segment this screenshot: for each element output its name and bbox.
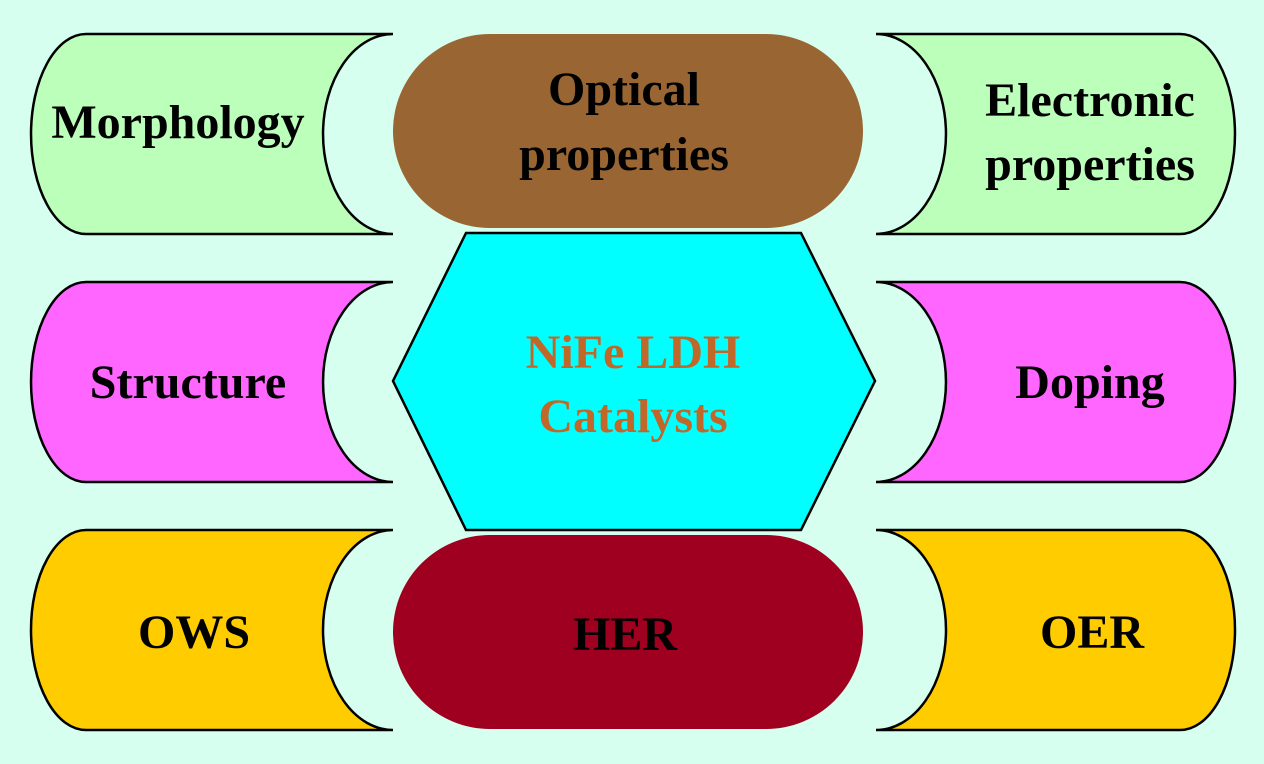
electronic-label-line2: properties <box>985 138 1195 191</box>
left-bottom-cylinder <box>29 528 394 732</box>
electronic-label-line1: Electronic <box>985 74 1195 127</box>
oer-label: OER <box>1040 606 1145 659</box>
morphology-label: Morphology <box>51 96 304 149</box>
left-top-cylinder <box>29 32 394 236</box>
center-title-line2: Catalysts <box>538 390 727 443</box>
left-middle-shape <box>29 280 394 484</box>
left-middle-cylinder <box>29 280 394 484</box>
her-label: HER <box>573 608 678 661</box>
right-middle-shape <box>875 280 1237 484</box>
left-bottom-shape <box>29 528 394 732</box>
ows-label: OWS <box>138 606 250 659</box>
right-bottom-cylinder <box>875 528 1237 732</box>
her-shape <box>393 535 863 729</box>
structure-label: Structure <box>90 356 286 409</box>
optical-label-line1: Optical <box>548 63 700 116</box>
right-bottom-shape <box>875 528 1237 732</box>
right-middle-cylinder <box>875 280 1237 484</box>
center-title-line1: NiFe LDH <box>526 326 741 379</box>
right-top-cylinder <box>875 32 1237 236</box>
optical-label-line2: properties <box>519 128 729 181</box>
right-top-shape <box>875 32 1237 236</box>
center-hexagon <box>391 231 877 532</box>
optical-properties-shape <box>393 34 863 228</box>
left-top-shape <box>29 32 394 236</box>
doping-label: Doping <box>1015 356 1164 409</box>
